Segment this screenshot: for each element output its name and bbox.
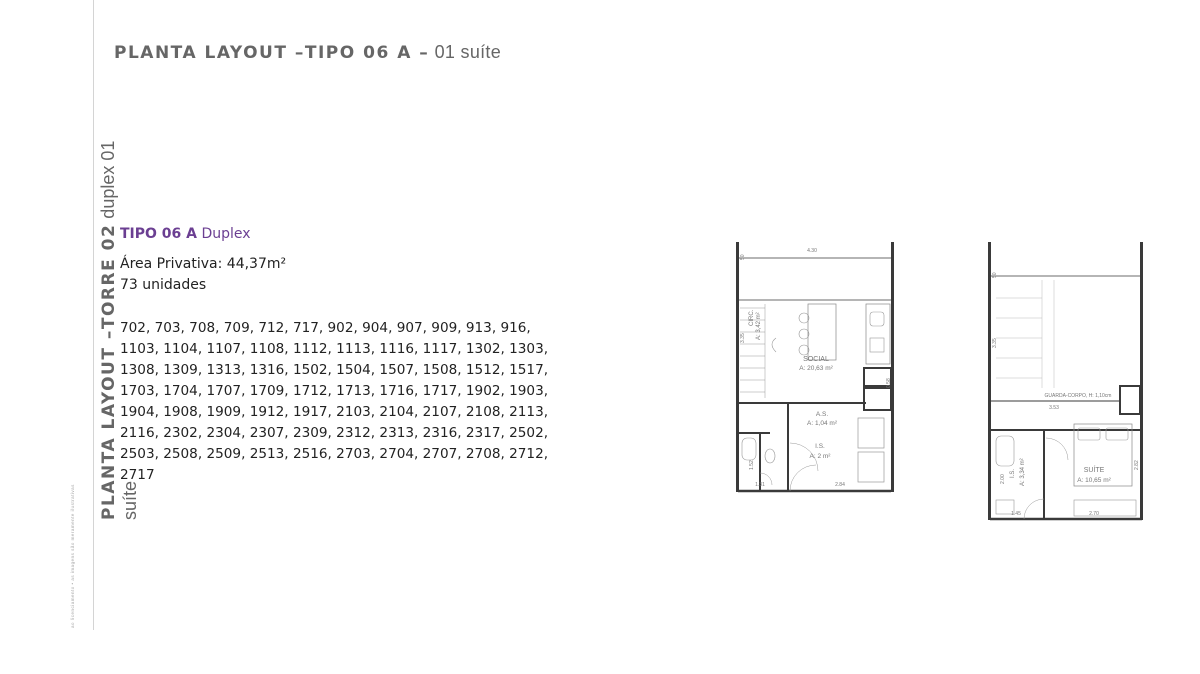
disclaimer-note: ao licenciamento • as imagens são merame… — [70, 484, 75, 628]
label-as: A.S. — [816, 411, 828, 418]
sidebar-vertical-subtitle: suíte — [120, 480, 140, 520]
dim-152: 1.52 — [749, 460, 755, 470]
dim-200: 2.00 — [1000, 474, 1006, 484]
dim-upper-v2: 3.35 — [992, 338, 998, 348]
label-suite-area: A: 10,65 m² — [1077, 477, 1111, 484]
label-is-area: A: 2 m² — [810, 453, 832, 460]
label-social-area: A: 20,63 m² — [799, 365, 833, 372]
dim-131: 1.31 — [755, 482, 765, 488]
label-circ: CIRC. — [749, 309, 755, 326]
label-upper-is-area: A: 3,34 m² — [1020, 458, 1026, 486]
label-guard-rail: GUARDA-CORPO, H: 1,10cm — [1045, 393, 1112, 399]
dim-v2: 3.35 — [740, 333, 746, 343]
sidebar-title-light: duplex 01 — [98, 140, 118, 219]
private-area: Área Privativa: 44,37m² — [120, 256, 287, 272]
unit-count: 73 unidades — [120, 277, 207, 293]
dim-v1: 50 — [740, 254, 746, 260]
unit-number-list: 702, 703, 708, 709, 712, 717, 902, 904, … — [120, 320, 549, 483]
dim-353: 3.53 — [1049, 405, 1059, 411]
dim-270: 2.70 — [1089, 511, 1099, 517]
title-bold: PLANTA LAYOUT –TIPO 06 A – — [114, 43, 430, 63]
dim-282: 2.82 — [1134, 460, 1140, 470]
dim-284: 2.84 — [835, 482, 845, 488]
floor-plan-upper: 50 3.35 GUARDA-CORPO, H: 1,10cm 3.53 2.0… — [982, 238, 1148, 522]
label-suite: SUÍTE — [1084, 465, 1105, 474]
sidebar-vertical-title: PLANTA LAYOUT –TORRE 02 duplex 01 — [98, 141, 119, 520]
dim-v3: 0.58 — [886, 378, 892, 388]
floor-plan-lower: 4.30 50 3.35 0.58 CIRC. A: 3,42 m² SOCIA… — [730, 238, 900, 496]
label-as-area: A: 1,04 m² — [807, 420, 838, 427]
label-upper-is: I.S. — [1010, 469, 1016, 478]
dim-145: 1.45 — [1011, 511, 1021, 517]
page-title: PLANTA LAYOUT –TIPO 06 A – 01 suíte — [114, 42, 501, 63]
unit-type-bold: TIPO 06 A — [120, 226, 197, 242]
dim-upper-v1: 50 — [992, 272, 998, 278]
sidebar-title-bold: PLANTA LAYOUT –TORRE 02 — [99, 223, 119, 520]
divider-line — [93, 0, 94, 630]
unit-type: TIPO 06 A Duplex — [120, 226, 560, 242]
title-light: 01 suíte — [434, 42, 502, 62]
label-social: SOCIAL — [803, 356, 829, 363]
dim-top: 4.30 — [807, 248, 817, 254]
label-is: I.S. — [815, 443, 825, 450]
unit-info: TIPO 06 A Duplex Área Privativa: 44,37m²… — [120, 226, 560, 486]
label-circ-area: A: 3,42 m² — [756, 312, 762, 340]
unit-type-light: Duplex — [201, 226, 251, 242]
